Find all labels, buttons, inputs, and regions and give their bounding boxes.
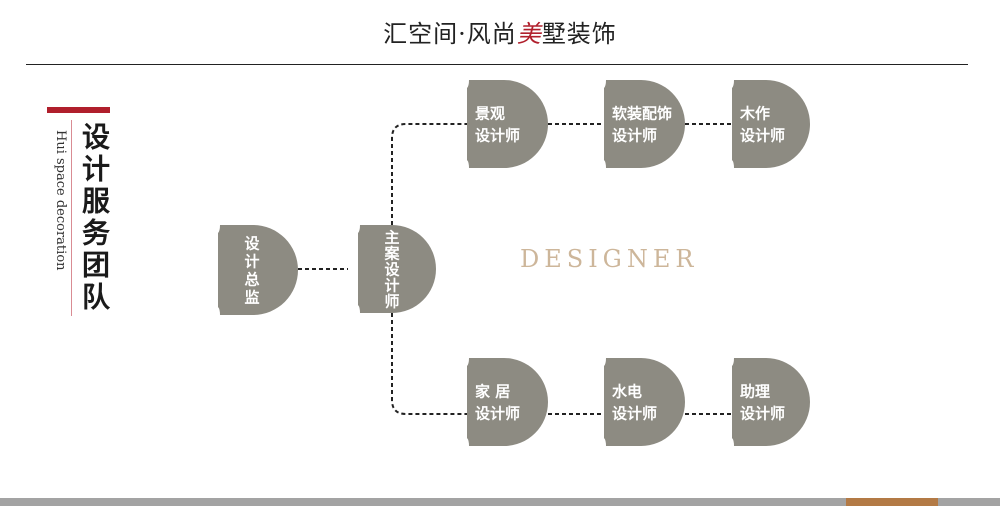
node-label-lead-2: 设 <box>384 260 399 278</box>
node-label-lead-4: 师 <box>384 292 399 310</box>
node-shape-wood <box>732 80 810 168</box>
node-label-landscape-1: 设计师 <box>475 126 520 144</box>
node-shape-assistant <box>732 358 810 446</box>
node-label-director-1: 计 <box>244 252 259 270</box>
bottom-accent <box>846 498 938 506</box>
node-label-lead-3: 计 <box>384 276 399 294</box>
node-label-director-2: 总 <box>244 270 259 288</box>
node-label-assistant-0: 助理 <box>740 382 770 400</box>
node-shape-landscape <box>467 80 548 168</box>
bottom-bar <box>0 498 1000 506</box>
node-shape-lead <box>358 225 436 313</box>
side-section-title: 设计服务团队 <box>78 122 111 314</box>
node-label-lead-0: 主 <box>384 228 399 246</box>
side-accent-bar <box>47 107 110 113</box>
node-label-wood-1: 设计师 <box>740 126 785 144</box>
side-accent-line <box>71 120 72 316</box>
node-shape-home <box>467 358 548 446</box>
header-divider <box>26 64 968 65</box>
title-accent: 美 <box>516 20 542 48</box>
node-label-home-0: 家 居 <box>475 382 510 400</box>
node-label-wood-0: 木作 <box>739 104 770 122</box>
node-label-soft-0: 软装配饰 <box>612 104 672 122</box>
connectors <box>298 123 734 415</box>
node-label-landscape-0: 景观 <box>475 104 505 122</box>
node-shape-soft <box>604 80 685 168</box>
node-label-soft-1: 设计师 <box>612 126 657 144</box>
node-label-lead-1: 案 <box>383 244 400 262</box>
page-title: 汇空间·风尚美墅装饰 <box>0 14 1000 49</box>
node-label-assistant-1: 设计师 <box>740 404 785 422</box>
side-english-label: Hui space decoration <box>53 130 68 271</box>
node-shape-plumbing <box>604 358 685 446</box>
node-label-director-3: 监 <box>244 288 259 306</box>
node-label-director-0: 设 <box>244 234 259 252</box>
designer-watermark: DESIGNER <box>520 245 699 273</box>
connector-lead-home <box>391 313 470 415</box>
node-label-home-1: 设计师 <box>475 404 520 422</box>
title-part-2: 墅装饰 <box>541 20 617 48</box>
node-label-plumbing-1: 设计师 <box>612 404 657 422</box>
node-label-plumbing-0: 水电 <box>612 382 642 400</box>
connector-lead-landscape <box>391 123 470 225</box>
title-part-1: 汇空间·风尚 <box>383 20 517 48</box>
node-shape-director <box>218 225 298 315</box>
